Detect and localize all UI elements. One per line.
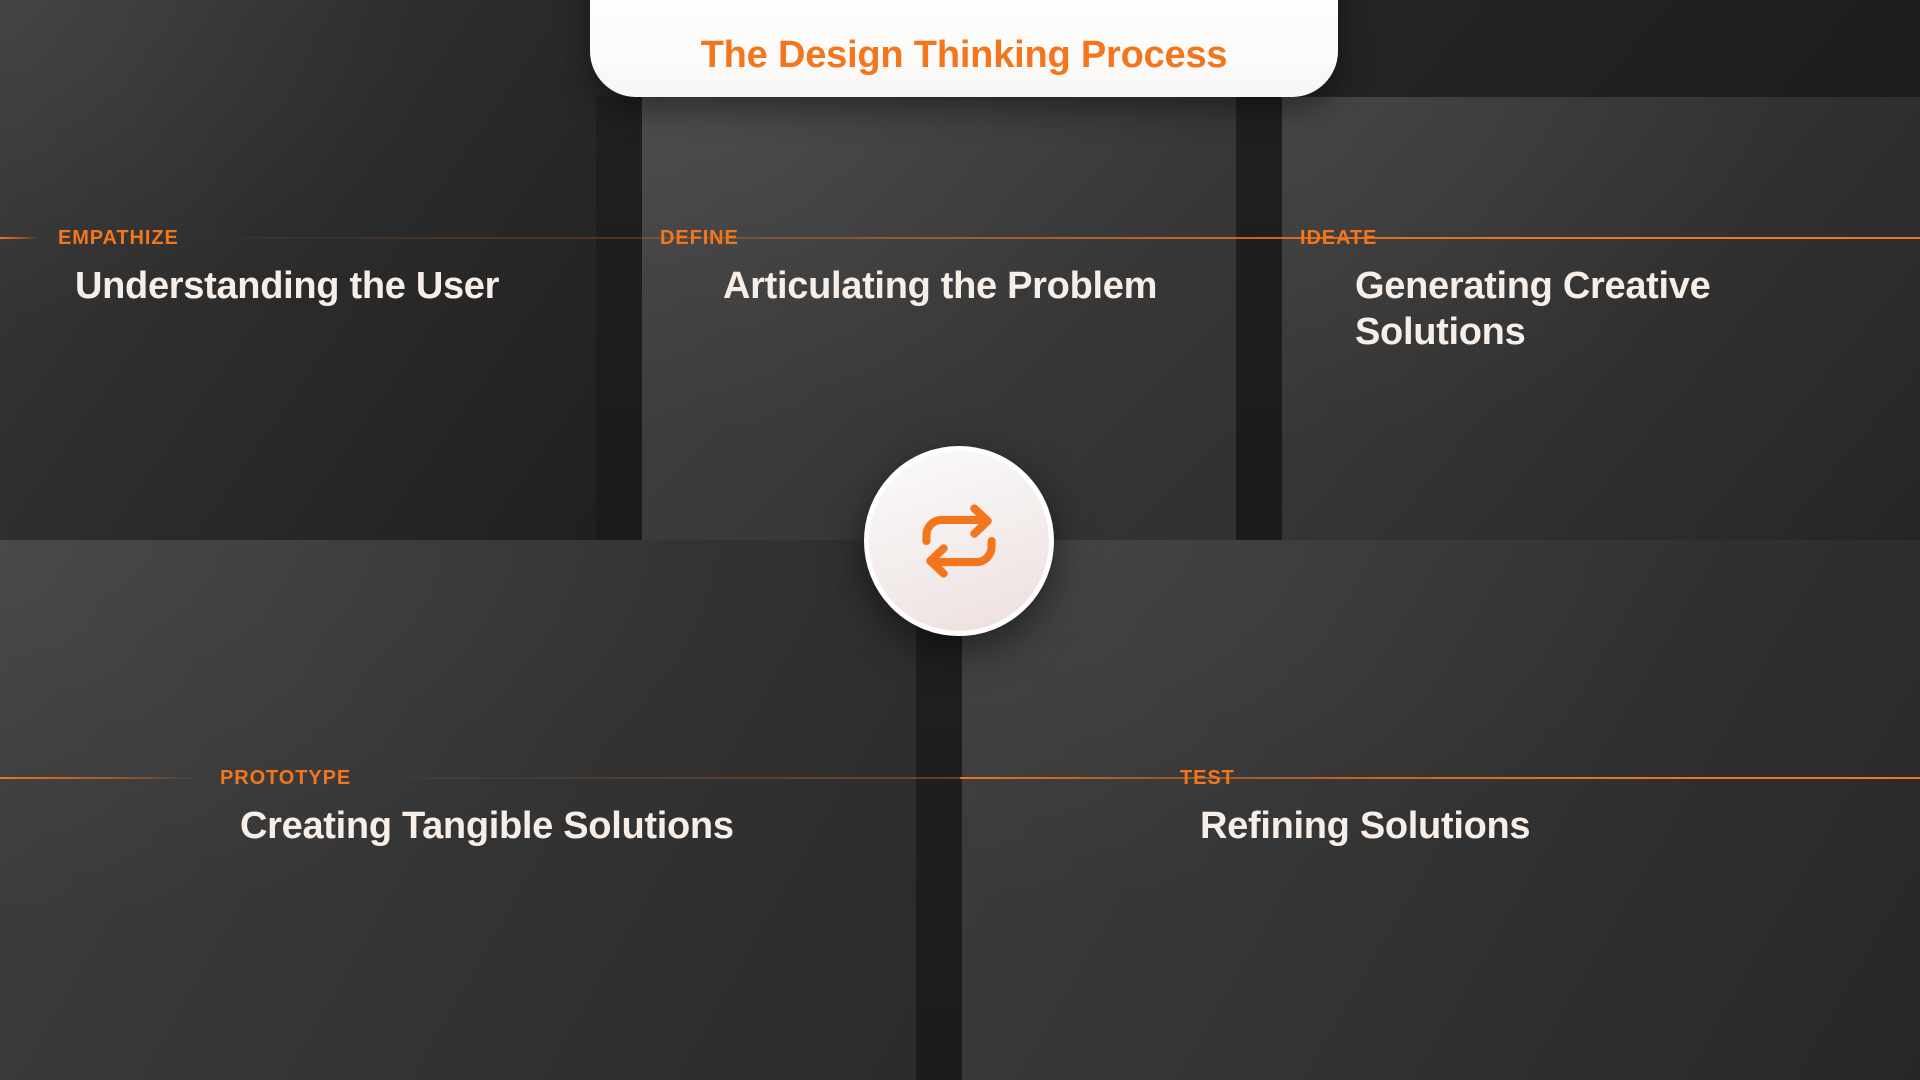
panel-prototype xyxy=(0,540,960,1080)
rule-left-prototype xyxy=(0,777,200,779)
repeat-cycle-icon xyxy=(913,495,1005,587)
stage-kicker-define: DEFINE xyxy=(660,227,739,249)
stage-define[interactable]: DEFINE Articulating the Problem xyxy=(640,228,1920,309)
rule-left-test xyxy=(960,777,1160,779)
page-title: The Design Thinking Process xyxy=(700,34,1228,76)
page-title-pill: The Design Thinking Process xyxy=(590,0,1338,97)
rule-left-empathize xyxy=(0,237,38,239)
stage-kicker-prototype: PROTOTYPE xyxy=(220,767,352,789)
panel-backdrop-ideate-top xyxy=(1280,0,1920,97)
panel-test xyxy=(960,540,1920,1080)
stage-kicker-test: TEST xyxy=(1180,767,1235,789)
rule-right-ideate xyxy=(1397,237,1920,239)
rule-right-test xyxy=(1254,777,1920,779)
stage-label-row-test: TEST xyxy=(960,768,1920,788)
stage-headline-test: Refining Solutions xyxy=(1200,805,1531,847)
stage-headline-define: Articulating the Problem xyxy=(723,265,1158,307)
stage-kicker-ideate: IDEATE xyxy=(1300,227,1378,249)
stage-ideate[interactable]: IDEATE Generating Creative Solutions xyxy=(1280,228,1920,356)
stage-label-row-define: DEFINE xyxy=(640,228,1920,248)
center-cycle-badge[interactable] xyxy=(864,446,1054,636)
stage-headline-empathize: Understanding the User xyxy=(75,265,500,307)
stage-test[interactable]: TEST Refining Solutions xyxy=(960,768,1920,849)
panel-empathize xyxy=(0,0,640,540)
stage-kicker-empathize: EMPATHIZE xyxy=(58,227,179,249)
panel-divider-define-ideate xyxy=(1236,97,1282,540)
stage-headline-prototype: Creating Tangible Solutions xyxy=(240,805,734,847)
stage-headline-ideate: Generating Creative Solutions xyxy=(1355,265,1711,354)
stage-label-row-ideate: IDEATE xyxy=(1280,228,1920,248)
panel-ideate xyxy=(1280,97,1920,540)
panel-divider-empathize-define xyxy=(596,97,642,540)
rule-right-define xyxy=(758,237,1920,239)
